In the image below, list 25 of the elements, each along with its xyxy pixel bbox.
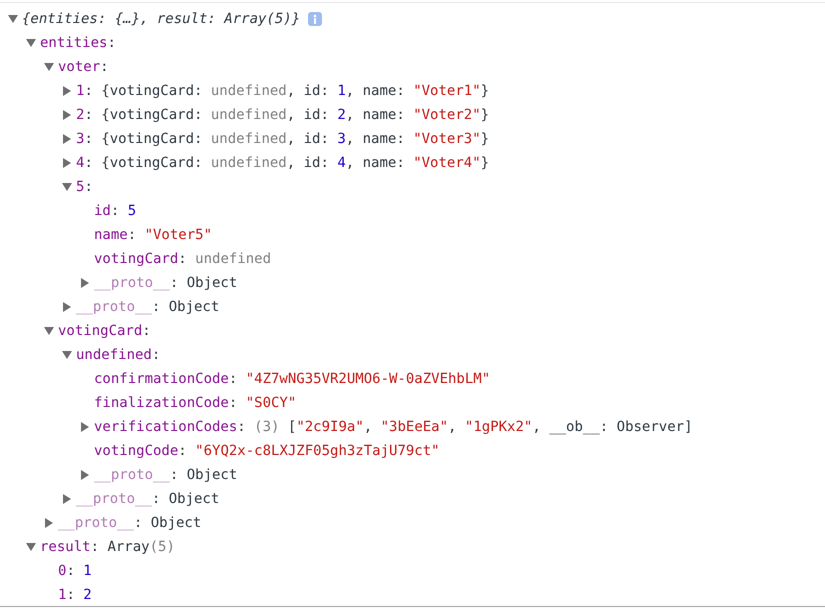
- property-line: __proto__: Object: [76, 298, 220, 317]
- property-line: 2: {votingCard: undefined, id: 2, name: "Voter2"}: [76, 106, 490, 125]
- object-summary: {entities: {…}, result: Array(5)}: [22, 10, 300, 29]
- property-line: finalizationCode: "S0CY": [94, 394, 296, 413]
- property-line: 1: {votingCard: undefined, id: 1, name: "Voter1"}: [76, 82, 490, 101]
- property-line: id: 5: [94, 202, 136, 221]
- property-line: votingCard:: [58, 322, 151, 341]
- property-line: 1: 2: [58, 586, 92, 605]
- property-line: verificationCodes: (3) ["2c9I9a", "3bEeEa", "1gPKx2", __ob__: Observer]: [94, 418, 693, 437]
- property-line: 5:: [76, 178, 93, 197]
- property-line: confirmationCode: "4Z7wNG35VR2UMO6-W-0aZVEhbLM": [94, 370, 490, 389]
- property-line: voter:: [58, 58, 109, 77]
- property-line: entities:: [40, 34, 116, 53]
- property-line: __proto__: Object: [58, 514, 202, 533]
- property-line: __proto__: Object: [76, 490, 220, 509]
- property-line: __proto__: Object: [94, 274, 238, 293]
- property-line: votingCode: "6YQ2x-c8LXJZF05gh3zTajU79ct": [94, 442, 440, 461]
- property-line: 4: {votingCard: undefined, id: 4, name: "Voter4"}: [76, 154, 490, 173]
- property-line: 3: {votingCard: undefined, id: 3, name: "Voter3"}: [76, 130, 490, 149]
- property-line: name: "Voter5": [94, 226, 212, 245]
- property-line: 0: 1: [58, 562, 92, 581]
- property-line: result: Array(5): [40, 538, 175, 557]
- property-line: undefined:: [76, 346, 160, 365]
- property-line: __proto__: Object: [94, 466, 238, 485]
- property-line: votingCard: undefined: [94, 250, 272, 269]
